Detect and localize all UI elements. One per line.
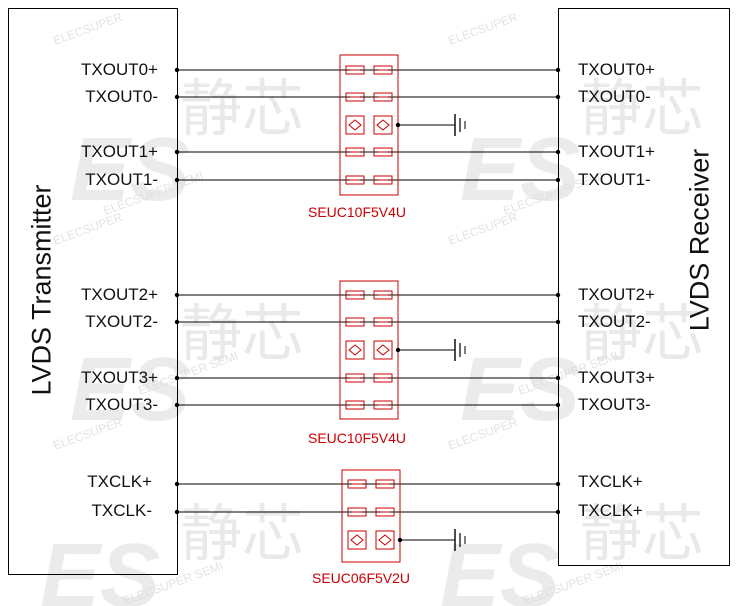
esd-diode-cell (345, 290, 365, 300)
part-number-label: SEUC10F5V4U (308, 204, 407, 220)
esd-diode-cell (345, 175, 365, 185)
esd-diode-cell (373, 92, 393, 102)
tx-pin-label: TXOUT2- (85, 312, 158, 331)
esd-diode-cell (345, 92, 365, 102)
rx-pin-label: TXOUT1- (578, 170, 651, 189)
rx-pin-label: TXOUT3- (578, 395, 651, 414)
receiver-label: LVDS Receiver (684, 148, 715, 332)
esd-diode-cell (373, 65, 393, 75)
esd-diode-cell (345, 373, 365, 383)
esd-diode-symbol (376, 119, 390, 131)
tx-pin-label: TXOUT3- (85, 395, 158, 414)
esd-diode-cell (373, 373, 393, 383)
esd-diode-cell (345, 317, 365, 327)
part-number-label: SEUC06F5V2U (312, 570, 411, 586)
esd-diode-cell (373, 175, 393, 185)
rx-pin-label: TXOUT0+ (578, 60, 655, 79)
esd-diode-symbol (378, 534, 392, 546)
part-number-label: SEUC10F5V4U (308, 430, 407, 446)
tx-pin-label: TXOUT1- (85, 170, 158, 189)
esd-diode-cell (375, 479, 395, 489)
esd-diode-cell (373, 340, 393, 360)
esd-diode-cell (375, 507, 395, 517)
transmitter-box (8, 8, 178, 575)
tx-pin-label: TXOUT1+ (81, 142, 158, 161)
esd-diode-cell (345, 340, 365, 360)
esd-diode-cell (373, 290, 393, 300)
tx-pin-label: TXOUT0- (85, 87, 158, 106)
tx-pin-label: TXOUT2+ (81, 285, 158, 304)
rx-pin-label: TXCLK+ (578, 472, 643, 491)
rx-pin-label: TXCLK+ (578, 501, 643, 520)
rx-pin-label: TXOUT2- (578, 312, 651, 331)
esd-diode-cell (373, 115, 393, 135)
esd-diode-cell (373, 400, 393, 410)
esd-diode-cell (345, 400, 365, 410)
esd-diode-cell (347, 507, 367, 517)
esd-diode-symbol (350, 534, 364, 546)
esd-diode-cell (345, 147, 365, 157)
esd-diode-cell (373, 317, 393, 327)
tx-pin-label: TXCLK- (91, 501, 152, 520)
esd-diode-symbol (348, 344, 362, 356)
rx-pin-label: TXOUT0- (578, 87, 651, 106)
esd-diode-cell (375, 530, 395, 550)
esd-diode-cell (373, 147, 393, 157)
tx-pin-label: TXOUT0+ (81, 60, 158, 79)
rx-pin-label: TXOUT2+ (578, 285, 655, 304)
esd-diode-cell (347, 479, 367, 489)
tx-pin-label: TXOUT3+ (81, 368, 158, 387)
rx-pin-label: TXOUT1+ (578, 142, 655, 161)
tx-pin-label: TXCLK+ (87, 472, 152, 491)
rx-pin-label: TXOUT3+ (578, 368, 655, 387)
receiver-box (558, 8, 730, 566)
esd-diode-symbol (348, 119, 362, 131)
esd-diode-symbol (376, 344, 390, 356)
esd-diode-cell (345, 115, 365, 135)
esd-device-package (341, 469, 401, 563)
esd-diode-cell (345, 65, 365, 75)
esd-diode-cell (347, 530, 367, 550)
